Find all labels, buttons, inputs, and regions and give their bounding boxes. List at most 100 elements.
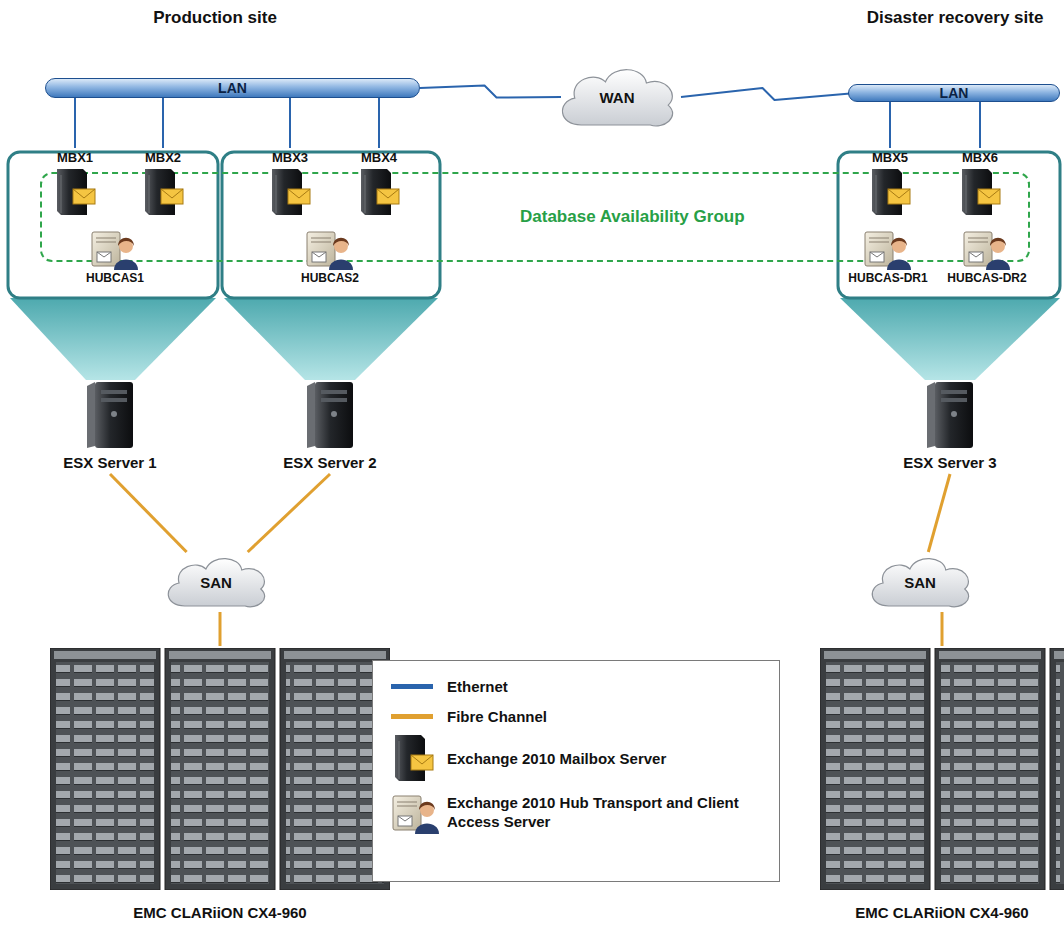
hub-cas-server-icon-svg [391, 790, 441, 834]
host-funnel [10, 298, 216, 380]
mailbox-server-icon-svg [357, 167, 401, 217]
ethernet-link [889, 102, 891, 148]
network-cloud: SAN [864, 552, 976, 612]
fibre-channel-link [928, 474, 950, 552]
node-label: Database Availability Group [520, 207, 745, 227]
node-label: EMC CLARiiON CX4-960 [855, 904, 1028, 921]
mailbox-server-icon-svg [141, 167, 185, 217]
node-label: ESX Server 2 [283, 454, 376, 471]
mailbox-server: MBX4 [357, 150, 401, 217]
storage-array: EMC CLARiiON CX4-960 [820, 648, 1064, 921]
mailbox-server-icon [868, 167, 912, 217]
storage-array-figure [820, 648, 1064, 890]
esx-server: ESX Server 2 [283, 380, 376, 471]
node-label: WAN [600, 89, 635, 106]
host-funnel [840, 298, 1060, 380]
lan-bar: LAN [848, 84, 1060, 102]
mailbox-server: MBX2 [141, 150, 185, 217]
fibre-channel-link [248, 474, 330, 552]
network-cloud: SAN [160, 552, 272, 612]
mailbox-server-icon [958, 167, 1002, 217]
mailbox-server-icon [268, 167, 312, 217]
node-label: HUBCAS-DR1 [848, 271, 927, 285]
storage-array-figure [50, 648, 390, 890]
esx-server: ESX Server 3 [903, 380, 996, 471]
mailbox-server-icon [141, 167, 185, 217]
node-label: LAN [218, 80, 247, 96]
hub-cas-server-icon-svg [305, 226, 355, 270]
node-label: ESX Server 1 [63, 454, 156, 471]
node-label: MBX4 [361, 150, 397, 165]
storage-array-svg [50, 648, 390, 890]
hub-cas-server-icon-svg [90, 226, 140, 270]
legend-row: Exchange 2010 Hub Transport and Client A… [391, 789, 765, 835]
legend-sample [391, 735, 447, 781]
legend-sample [391, 675, 447, 697]
node-label: LAN [940, 85, 969, 101]
mailbox-server-icon-svg [958, 167, 1002, 217]
lan-bar: LAN [45, 78, 420, 98]
esx-host-icon-svg [303, 380, 357, 450]
mailbox-server-icon-svg [868, 167, 912, 217]
hub-cas-server-icon [962, 226, 1012, 270]
legend-row: Exchange 2010 Mailbox Server [391, 735, 765, 781]
mailbox-server-icon [357, 167, 401, 217]
storage-array-svg [820, 648, 1064, 890]
node-label: MBX2 [145, 150, 181, 165]
hub-cas-server: HUBCAS-DR2 [947, 226, 1026, 285]
hub-cas-server: HUBCAS-DR1 [848, 226, 927, 285]
ethernet-link [979, 102, 981, 148]
ethernet-link [378, 98, 380, 148]
esx-host-icon-svg [923, 380, 977, 450]
legend-text: Exchange 2010 Hub Transport and Client A… [447, 793, 747, 831]
fibre-channel-link [110, 474, 187, 552]
ethernet-link [162, 98, 164, 148]
ethernet-link [420, 86, 561, 98]
legend-row: Fibre Channel [391, 705, 765, 727]
hub-cas-server: HUBCAS2 [301, 226, 359, 285]
ethernet-link [74, 98, 76, 148]
esx-host-icon [83, 380, 137, 450]
ethernet-link [289, 98, 291, 148]
node-label: HUBCAS1 [86, 271, 144, 285]
mailbox-server-icon [53, 167, 97, 217]
hub-cas-server-icon [90, 226, 140, 270]
node-label: HUBCAS-DR2 [947, 271, 1026, 285]
node-label: MBX5 [872, 150, 908, 165]
legend-box: EthernetFibre ChannelExchange 2010 Mailb… [372, 660, 780, 882]
hub-cas-server-icon-svg [962, 226, 1012, 270]
hub-cas-server-icon [863, 226, 913, 270]
mailbox-server-icon-svg [268, 167, 312, 217]
hub-cas-server-icon [391, 790, 441, 834]
network-cloud: WAN [553, 62, 681, 132]
legend-swatch [391, 714, 433, 719]
legend-sample [391, 705, 447, 727]
node-label: ESX Server 3 [903, 454, 996, 471]
mailbox-server: MBX3 [268, 150, 312, 217]
node-label: MBX1 [57, 150, 93, 165]
node-label: SAN [200, 574, 232, 591]
mailbox-server-icon [391, 733, 435, 783]
legend-text: Ethernet [447, 677, 508, 696]
ethernet-link [681, 88, 856, 100]
legend-text: Fibre Channel [447, 707, 547, 726]
site-title: Production site [153, 8, 277, 28]
mailbox-server: MBX1 [53, 150, 97, 217]
node-label: HUBCAS2 [301, 271, 359, 285]
hub-cas-server-icon [305, 226, 355, 270]
node-label: MBX3 [272, 150, 308, 165]
legend-swatch [391, 684, 433, 689]
fibre-channel-link [219, 612, 222, 646]
mailbox-server: MBX6 [958, 150, 1002, 217]
esx-host-icon-svg [83, 380, 137, 450]
esx-server: ESX Server 1 [63, 380, 156, 471]
esx-host-icon [923, 380, 977, 450]
node-label: EMC CLARiiON CX4-960 [133, 904, 306, 921]
node-label: SAN [904, 574, 936, 591]
node-label: MBX6 [962, 150, 998, 165]
esx-host-icon [303, 380, 357, 450]
host-funnel [224, 298, 438, 380]
mailbox-server-icon-svg [53, 167, 97, 217]
legend-text: Exchange 2010 Mailbox Server [447, 749, 666, 768]
mailbox-server-icon-svg [391, 733, 435, 783]
